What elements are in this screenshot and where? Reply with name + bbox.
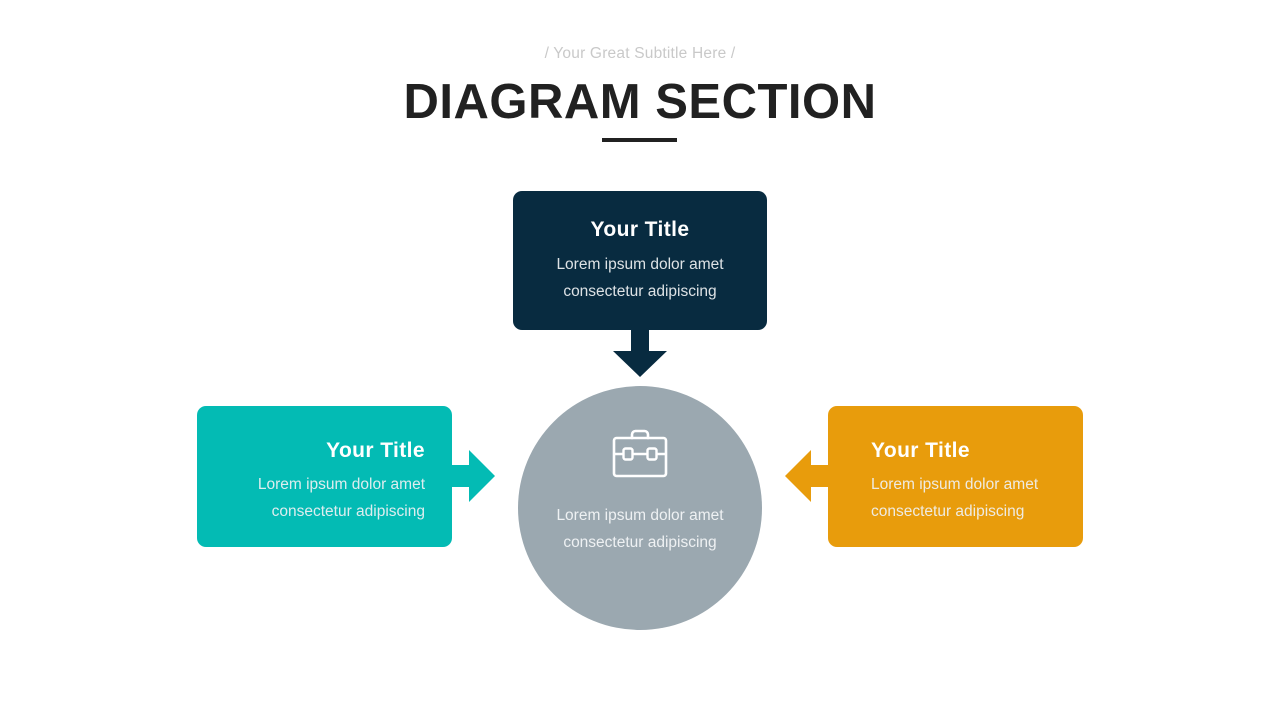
node-left-description-line2: consectetur adipiscing <box>271 503 425 520</box>
arrow-left-icon <box>785 450 830 502</box>
node-left-description: Lorem ipsum dolor amet consectetur adipi… <box>197 471 425 525</box>
center-node-description-line2: consectetur adipiscing <box>563 534 717 551</box>
node-top-title: Your Title <box>590 218 690 241</box>
node-top-description-line2: consectetur adipiscing <box>563 283 717 300</box>
slide-subtitle: / Your Great Subtitle Here / <box>544 45 736 62</box>
diagram-node-right[interactable]: Your Title Lorem ipsum dolor amet consec… <box>828 406 1083 547</box>
diagram-node-left[interactable]: Your Title Lorem ipsum dolor amet consec… <box>197 406 452 547</box>
title-divider <box>602 138 677 142</box>
diagram-node-top[interactable]: Your Title Lorem ipsum dolor amet consec… <box>513 191 767 330</box>
page-title: DIAGRAM SECTION <box>403 75 877 129</box>
node-left-description-line1: Lorem ipsum dolor amet <box>257 476 425 493</box>
node-right-title: Your Title <box>871 439 970 462</box>
node-left-title: Your Title <box>326 439 425 462</box>
arrow-right-icon <box>450 450 495 502</box>
node-right-description-line2: consectetur adipiscing <box>871 503 1025 520</box>
node-right-description-line1: Lorem ipsum dolor amet <box>871 476 1039 493</box>
node-top-description-line1: Lorem ipsum dolor amet <box>556 256 724 273</box>
center-node-description: Lorem ipsum dolor amet consectetur adipi… <box>518 502 762 556</box>
center-node-description-line1: Lorem ipsum dolor amet <box>556 507 724 524</box>
node-right-description: Lorem ipsum dolor amet consectetur adipi… <box>871 471 1083 525</box>
node-top-description: Lorem ipsum dolor amet consectetur adipi… <box>513 251 767 305</box>
arrow-down-icon <box>613 329 667 377</box>
briefcase-icon <box>612 429 668 478</box>
diagram-center-node[interactable]: Lorem ipsum dolor amet consectetur adipi… <box>518 386 762 630</box>
